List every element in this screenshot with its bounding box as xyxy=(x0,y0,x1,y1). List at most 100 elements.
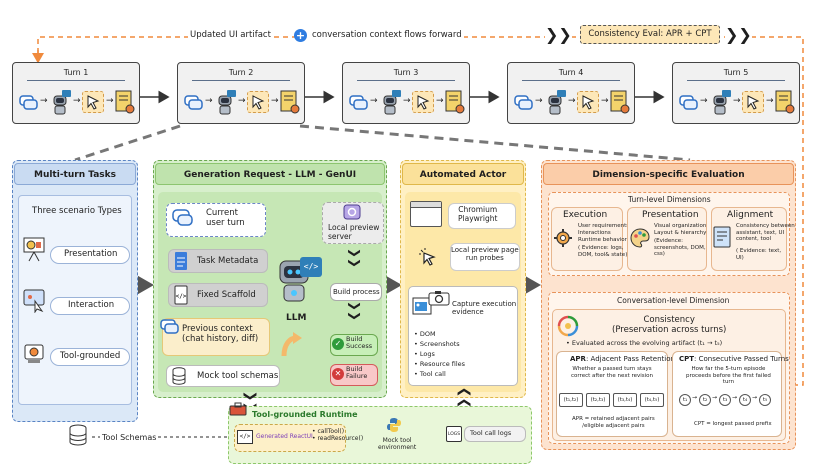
tool-call-logs-label: Tool call logs xyxy=(470,429,512,437)
plus-icon: + xyxy=(294,29,307,42)
cpt-subtitle: : Consecutive Passed Turns xyxy=(694,355,789,363)
cursor-chip xyxy=(412,91,434,113)
screenshot-icon xyxy=(412,294,434,316)
current-turn-label: Current user turn xyxy=(206,208,245,228)
apr-title-row: APR: Adjacent Pass Retention xyxy=(570,355,675,363)
arrow-right-icon: → xyxy=(535,96,543,106)
palette-icon xyxy=(630,228,650,248)
probes-label: Local preview page run probes xyxy=(451,246,519,263)
cpt-title: CPT xyxy=(679,355,695,363)
apr-question: Whether a passed turn stays correct afte… xyxy=(571,366,654,379)
turn-divider xyxy=(357,80,455,81)
cpt-node: t₄ xyxy=(739,394,751,406)
arrow-right-icon: → xyxy=(700,96,708,106)
cursor-icon xyxy=(252,95,265,110)
evidence-item: • Tool call xyxy=(414,370,446,378)
turn-icon-row: →→→ xyxy=(679,87,795,117)
turn-label: Turn 3 xyxy=(393,68,419,77)
cursor-chip xyxy=(742,91,764,113)
turn-label: Turn 1 xyxy=(63,68,89,77)
turn-divider xyxy=(687,80,785,81)
arrow-right-icon: → xyxy=(601,96,609,106)
chat-bubble-icon xyxy=(19,95,38,110)
code-window-icon: </> xyxy=(237,430,253,444)
actor-title: Automated Actor xyxy=(402,163,524,185)
consistency-title: Consistency (Preservation across turns) xyxy=(612,315,727,335)
robot-icon xyxy=(53,90,71,115)
chat-bubble-icon xyxy=(679,95,698,110)
logs-icon: LOGS xyxy=(446,426,462,442)
cpt-node: t₂ xyxy=(699,394,711,406)
evaluated-text: Evaluated across the evolving artifact (… xyxy=(571,339,723,347)
local-preview-label: Local preview server xyxy=(328,223,380,241)
apr-subtitle: : Adjacent Pass Retention xyxy=(585,355,675,363)
evaluation-title: Dimension-specific Evaluation xyxy=(543,163,794,185)
presentation-chip xyxy=(50,246,130,264)
evidence-item: • Screenshots xyxy=(414,340,460,348)
evidence-item-text: Resource files xyxy=(419,360,466,368)
chromium-label: Chromium Playwright xyxy=(458,205,498,223)
capture-label: Capture execution evidence xyxy=(452,300,517,317)
generated-reactui-label: Generated ReactUI xyxy=(256,433,313,440)
presentation-eval-item: Visual organization xyxy=(654,223,707,229)
evidence-item-text: Logs xyxy=(419,350,435,358)
arrow-right-icon: → xyxy=(205,96,213,106)
presentation-eval-evidence: (Evidence: screenshots, DOM, css) xyxy=(654,238,706,258)
presentation-eval-title: Presentation xyxy=(642,210,699,220)
chat-bubble-icon xyxy=(514,95,533,110)
turn-icon-row: →→→ xyxy=(19,87,135,117)
execution-item: User requirements xyxy=(578,223,630,229)
chat-bubble-icon xyxy=(184,95,203,110)
alignment-item: Consistency between assistant, text, UI … xyxy=(736,223,795,243)
turn-icon-row: →→→ xyxy=(184,87,300,117)
cursor-chip xyxy=(577,91,599,113)
previous-context-card xyxy=(162,318,270,356)
flow-text-left: Updated UI artifact xyxy=(188,30,273,41)
previous-context-label: Previous context (chat history, diff) xyxy=(182,324,259,344)
arrow-right-icon: → xyxy=(568,96,576,106)
runtime-calls-label: • callTool() • readResource() xyxy=(312,428,364,442)
tool-schemas-label: Tool Schemas xyxy=(100,433,159,443)
report-icon xyxy=(115,90,135,114)
arrow-right-icon: → xyxy=(403,96,411,106)
chevron-down-icon: ❯❯ xyxy=(347,300,362,321)
cursor-chip xyxy=(82,91,104,113)
cursor-icon xyxy=(417,95,430,110)
arrow-right-icon: → xyxy=(692,394,698,401)
cpt-formula: CPT = longest passed prefix xyxy=(694,421,772,427)
camera-icon xyxy=(428,290,450,306)
interaction-chip xyxy=(50,297,130,315)
double-chevron-icon: ❯❯ xyxy=(725,25,752,45)
arrow-right-icon: → xyxy=(712,394,718,401)
task-metadata-label: Task Metadata xyxy=(197,256,259,266)
execution-title: Execution xyxy=(563,210,608,220)
chromium-card xyxy=(448,203,516,229)
interaction-icon xyxy=(22,287,48,314)
turn-divider xyxy=(192,80,290,81)
tool-call-logs-card xyxy=(464,426,526,442)
arrow-right-icon: → xyxy=(436,96,444,106)
evidence-item: • Resource files xyxy=(414,360,466,368)
consistency-eval-label: Consistency Eval: APR + CPT xyxy=(588,29,712,39)
cpt-node: t₅ xyxy=(759,394,771,406)
evaluated-label: • Evaluated across the evolving artifact… xyxy=(566,339,723,347)
cpt-title-row: CPT: Consecutive Passed Turns xyxy=(679,355,789,363)
fixed-scaffold-label: Fixed Scaffold xyxy=(197,290,256,300)
cursor-icon xyxy=(582,95,595,110)
runtime-title: Tool-grounded Runtime xyxy=(252,410,358,419)
chat-bubble-icon xyxy=(160,319,180,335)
report-icon xyxy=(280,90,300,114)
check-icon: ✓ xyxy=(332,338,344,350)
chat-bubble-icon xyxy=(172,209,194,229)
evidence-item: • DOM xyxy=(414,330,436,338)
browser-window-icon xyxy=(410,201,442,227)
scenario-subtitle: Three scenario Types xyxy=(32,206,122,216)
apr-pair-box: (t₁,t₂) xyxy=(559,393,583,407)
arrow-right-icon: → xyxy=(238,96,246,106)
database-icon xyxy=(68,424,88,446)
chat-bubble-icon xyxy=(349,95,368,110)
server-icon xyxy=(343,204,361,220)
presentation-icon xyxy=(22,236,46,262)
curved-arrow-icon xyxy=(280,330,304,358)
chevron-down-icon: ❯❯ xyxy=(347,247,362,268)
